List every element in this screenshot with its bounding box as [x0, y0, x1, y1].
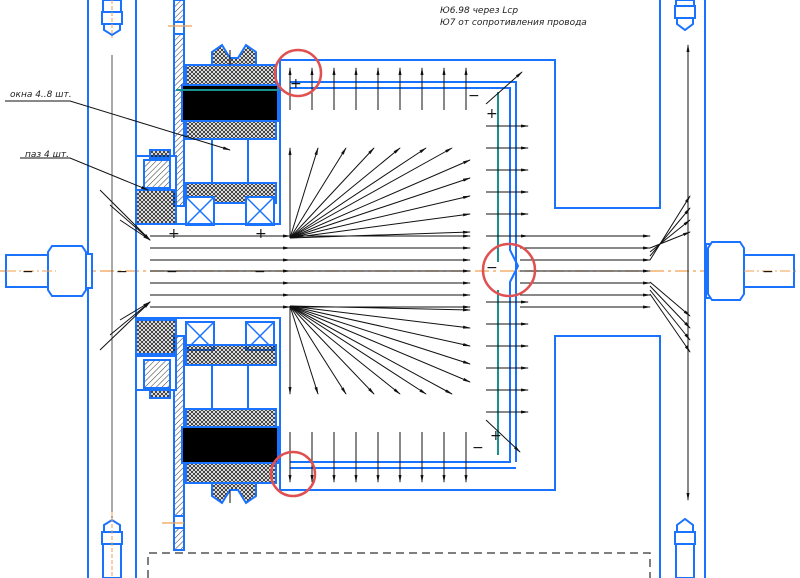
diverge-arrow [649, 293, 691, 353]
highlight-circles [269, 48, 537, 498]
axle-right [705, 241, 795, 301]
fan-arrow [289, 177, 471, 239]
fan-arrow [289, 305, 471, 312]
diverge-arrow [649, 231, 691, 249]
minus-sign: − [472, 440, 484, 456]
diverge-arrow [649, 219, 691, 253]
fan-arrow [289, 305, 375, 395]
converge-arrow [119, 219, 151, 241]
minus-sign: − [22, 264, 34, 280]
fan-arrow [289, 305, 471, 383]
callout-slots-label: паз 4 шт. [25, 150, 69, 160]
field-arrows [99, 44, 691, 501]
plus-sign: + [255, 226, 267, 242]
minus-sign: − [762, 264, 774, 280]
converge-arrow [119, 301, 151, 321]
bolt-left-bottom [101, 512, 123, 578]
highlight-top [273, 48, 323, 98]
plus-sign: + [290, 76, 302, 92]
fan-arrow [289, 305, 471, 347]
plus-sign: + [168, 226, 180, 242]
title-note-1: Ю6.98 через Lср [440, 6, 519, 16]
fan-arrow [289, 305, 471, 365]
pulley-lower [181, 321, 279, 505]
corner-arrow [485, 71, 523, 105]
fan-arrow [289, 159, 471, 239]
bolt-right-top [674, 0, 696, 32]
converge-arrow [109, 301, 151, 336]
fan-arrow [289, 147, 401, 239]
diverge-arrow [649, 207, 691, 257]
diverge-arrow [649, 281, 691, 317]
highlight-bottom [269, 450, 317, 498]
title-note-2: Ю7 от сопротивления провода [440, 18, 587, 28]
diverge-arrow [649, 285, 691, 329]
converge-arrow [99, 189, 151, 241]
callout-windows-label: окна 4..8 шт. [10, 90, 72, 100]
fan-arrow [289, 213, 471, 239]
minus-sign: − [486, 260, 498, 276]
fan-arrow [289, 305, 401, 395]
minus-sign: − [166, 264, 178, 280]
fan-arrow [289, 305, 453, 395]
diverge-arrow [649, 289, 691, 341]
bolt-left-top [101, 0, 123, 38]
fan-arrow [289, 305, 471, 329]
minus-sign: − [116, 264, 128, 280]
axle-left [5, 245, 93, 297]
corner-arrow [485, 419, 521, 453]
fan-arrow [289, 147, 375, 239]
converge-arrow [99, 301, 151, 351]
fan-arrow [289, 230, 471, 239]
fan-arrow [289, 195, 471, 239]
pulley-upper [176, 43, 282, 226]
highlight-center [481, 242, 537, 298]
fan-arrow [289, 305, 319, 395]
minus-sign: − [468, 88, 480, 104]
left-housing [135, 149, 177, 399]
callout-slots-leader [20, 157, 149, 191]
diverge-arrow [649, 195, 691, 261]
minus-sign: − [254, 264, 266, 280]
fan-arrow [289, 305, 347, 395]
dashed-outline [147, 552, 651, 578]
polarity-signs: + + − − − − − − + + + − − [22, 76, 774, 456]
fan-arrow [289, 147, 319, 239]
fan-arrow [289, 147, 453, 239]
bolt-right-bottom [674, 517, 696, 578]
fan-arrow [289, 147, 427, 239]
converge-arrow [109, 204, 151, 241]
fan-arrow [289, 147, 347, 239]
plus-sign: + [486, 106, 498, 122]
fan-arrow [289, 305, 427, 395]
callout-windows-leader [5, 100, 231, 151]
plus-sign: + [490, 428, 502, 444]
